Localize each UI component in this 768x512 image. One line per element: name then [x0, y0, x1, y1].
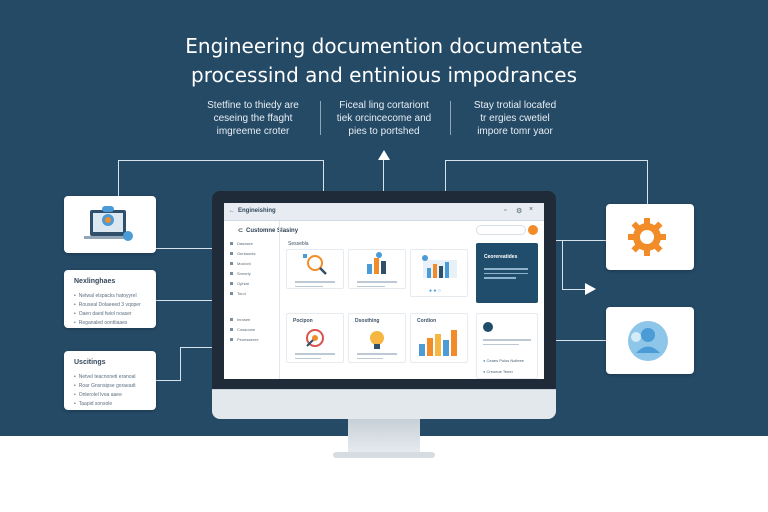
gear-card	[606, 204, 694, 270]
arrow-up-icon	[378, 150, 390, 160]
connector-line	[445, 160, 446, 191]
column-divider	[320, 101, 321, 135]
connector-line	[156, 300, 212, 301]
monitor-stand	[348, 419, 420, 453]
sidebar-item[interactable]: Ophiat	[230, 281, 249, 286]
sidebar-item[interactable]: Dasosee	[230, 241, 253, 246]
column-text-3: Stay trotial locafed tr ergies cwetiel i…	[473, 100, 557, 137]
info-card-1: Nexlinghaes Netwal elspacks hatoyyrel Ro…	[64, 270, 156, 328]
connector-line	[383, 158, 384, 191]
user-icon	[628, 321, 668, 361]
sidebar-item[interactable]: Oentaonts	[230, 251, 255, 256]
search-icon	[303, 254, 327, 275]
profile-panel: ● Ceaes Polos Nolleee ● Creoeoe Teeer	[476, 313, 538, 379]
back-icon[interactable]: ←	[229, 208, 235, 214]
monitor-base	[333, 452, 435, 458]
connector-line	[445, 160, 648, 161]
analytics-icon	[422, 255, 457, 278]
app-topbar: ← Engineishing ▫ ⚙ ×	[224, 203, 544, 221]
target-icon	[306, 329, 324, 347]
notification-icon[interactable]	[528, 225, 538, 235]
connector-line	[323, 160, 324, 191]
connector-line	[556, 340, 606, 341]
headline-line-2: processind and entinious impodrances	[191, 63, 577, 87]
tile-chart[interactable]	[348, 249, 406, 289]
section-label: Sessebla	[288, 241, 309, 247]
sidebar-item[interactable]: Peoesaenre	[230, 337, 259, 342]
connector-line	[118, 160, 324, 161]
page-title: ⊂Customne Slasiny	[238, 228, 299, 234]
search-input[interactable]	[476, 225, 526, 235]
window-icon[interactable]: ▫	[504, 207, 507, 214]
profile-item[interactable]: ● Creoeoe Teeer	[483, 369, 513, 374]
user-card	[606, 307, 694, 374]
devices-card	[64, 196, 156, 253]
connector-line	[118, 160, 119, 197]
sidebar-item[interactable]: Inrosee	[230, 317, 250, 322]
tile-analytics[interactable]: ● ● ○	[410, 249, 468, 297]
connector-line	[647, 160, 648, 204]
avatar-icon	[483, 322, 493, 332]
arrow-right-icon	[585, 283, 596, 295]
tile-dsosthing[interactable]: Dsosthing	[348, 313, 406, 363]
connector-line	[156, 380, 181, 381]
bar-chart-icon	[419, 330, 457, 356]
card-title: Nexlinghaes	[74, 278, 116, 285]
sidebar-item[interactable]: Torol	[230, 291, 246, 296]
lightbulb-icon	[370, 331, 384, 349]
card-list: Netwal elspacks hatoyyrel Rouseal Dolaee…	[74, 292, 141, 328]
gear-icon	[628, 218, 666, 256]
headline-line-1: Engineering documention documentate	[185, 34, 583, 58]
sidebar: Dasosee Oentaonts Mocloni Snnorty Ophiat…	[224, 221, 280, 379]
connector-line	[180, 347, 212, 348]
tile-pocipon[interactable]: Pocipon	[286, 313, 344, 363]
card-title: Uscitings	[74, 359, 106, 366]
sidebar-item[interactable]: Snnorty	[230, 271, 251, 276]
sidebar-item[interactable]: Cnsaoone	[230, 327, 255, 332]
column-text-1: Stetfine to thiedy are ceseing the ffagh…	[207, 100, 299, 137]
column-divider	[450, 101, 451, 135]
tile-search[interactable]	[286, 249, 344, 289]
close-icon[interactable]: ×	[529, 206, 534, 213]
connector-line	[562, 289, 586, 290]
profile-item[interactable]: ● Ceaes Polos Nolleee	[483, 358, 524, 363]
sidebar-item[interactable]: Mocloni	[230, 261, 251, 266]
settings-icon[interactable]: ⚙	[516, 208, 523, 215]
app-title: Engineishing	[238, 208, 276, 214]
column-text-2: Ficeal ling cortariont tiek orcincecome …	[336, 100, 432, 137]
info-card-2: Uscitings Netvel teacnoneti eranoal Roar…	[64, 351, 156, 410]
bar-chart-icon	[367, 252, 386, 274]
connector-line	[556, 240, 606, 241]
summary-panel: Ceorereatides	[476, 243, 538, 303]
devices-icon	[84, 206, 133, 241]
connector-line	[156, 248, 212, 249]
card-list: Netvel teacnoneti eranoal Roar Gnsnsipse…	[74, 373, 136, 409]
menu-icon[interactable]: ⊂	[238, 228, 244, 234]
panel-text	[484, 265, 528, 282]
connector-line	[180, 347, 181, 381]
tile-cordion[interactable]: Cordion	[410, 313, 468, 363]
connector-line	[562, 240, 563, 290]
monitor-chin	[212, 389, 556, 419]
app-screen: ← Engineishing ▫ ⚙ × ⊂Customne Slasiny D…	[224, 203, 544, 379]
pagination-dots[interactable]: ● ● ○	[429, 288, 441, 294]
